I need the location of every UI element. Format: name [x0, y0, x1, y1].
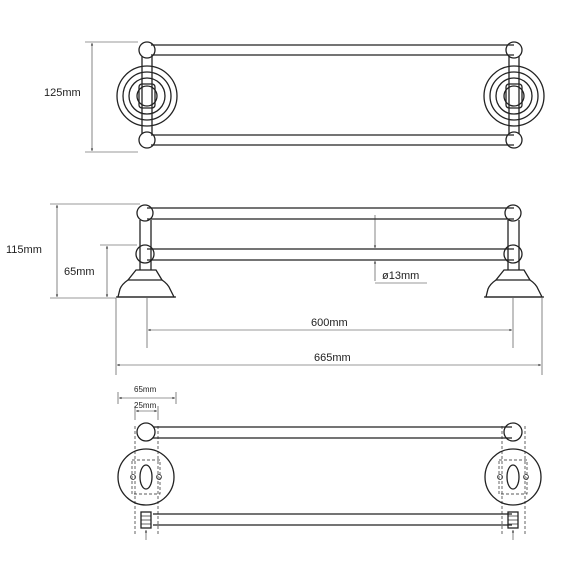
- front-upper-rail: [151, 44, 514, 56]
- side-lower-bar-height-label: 65mm: [64, 266, 95, 278]
- dimension-600mm: 600mm: [146, 298, 514, 348]
- top-left-mount: [117, 422, 175, 540]
- front-lower-rail: [151, 134, 514, 146]
- hole-spacing-label: 25mm: [134, 401, 157, 410]
- dimension-holes-25mm: 25mm: [134, 401, 159, 420]
- front-height-label: 125mm: [44, 87, 81, 99]
- dimension-diameter: ø13mm: [373, 215, 427, 284]
- front-view: 125mm: [44, 41, 545, 153]
- top-view: 65mm 25mm: [117, 385, 542, 540]
- dimension-665mm: 665mm: [115, 298, 543, 375]
- side-left-post: [116, 204, 176, 298]
- side-right-post: [484, 204, 544, 298]
- side-lower-rail: [147, 248, 514, 261]
- front-left-bracket: [116, 41, 178, 149]
- tube-diameter-label: ø13mm: [382, 270, 419, 282]
- top-lower-rail: [153, 513, 512, 526]
- overall-length-label: 665mm: [314, 352, 351, 364]
- front-right-bracket: [483, 41, 545, 149]
- dimension-115mm: 115mm: [6, 203, 140, 299]
- base-width-label: 65mm: [134, 385, 157, 394]
- top-right-mount: [484, 422, 542, 540]
- side-overall-height-label: 115mm: [6, 244, 42, 256]
- side-upper-rail: [147, 207, 514, 220]
- top-upper-rail: [153, 426, 512, 439]
- dimension-125mm: 125mm: [44, 41, 138, 153]
- dimension-base-65mm: 65mm: [117, 385, 177, 404]
- side-view: 115mm 65mm ø13mm 600mm 665mm: [6, 203, 544, 375]
- bar-length-label: 600mm: [311, 317, 348, 329]
- dimension-65mm: 65mm: [64, 244, 137, 297]
